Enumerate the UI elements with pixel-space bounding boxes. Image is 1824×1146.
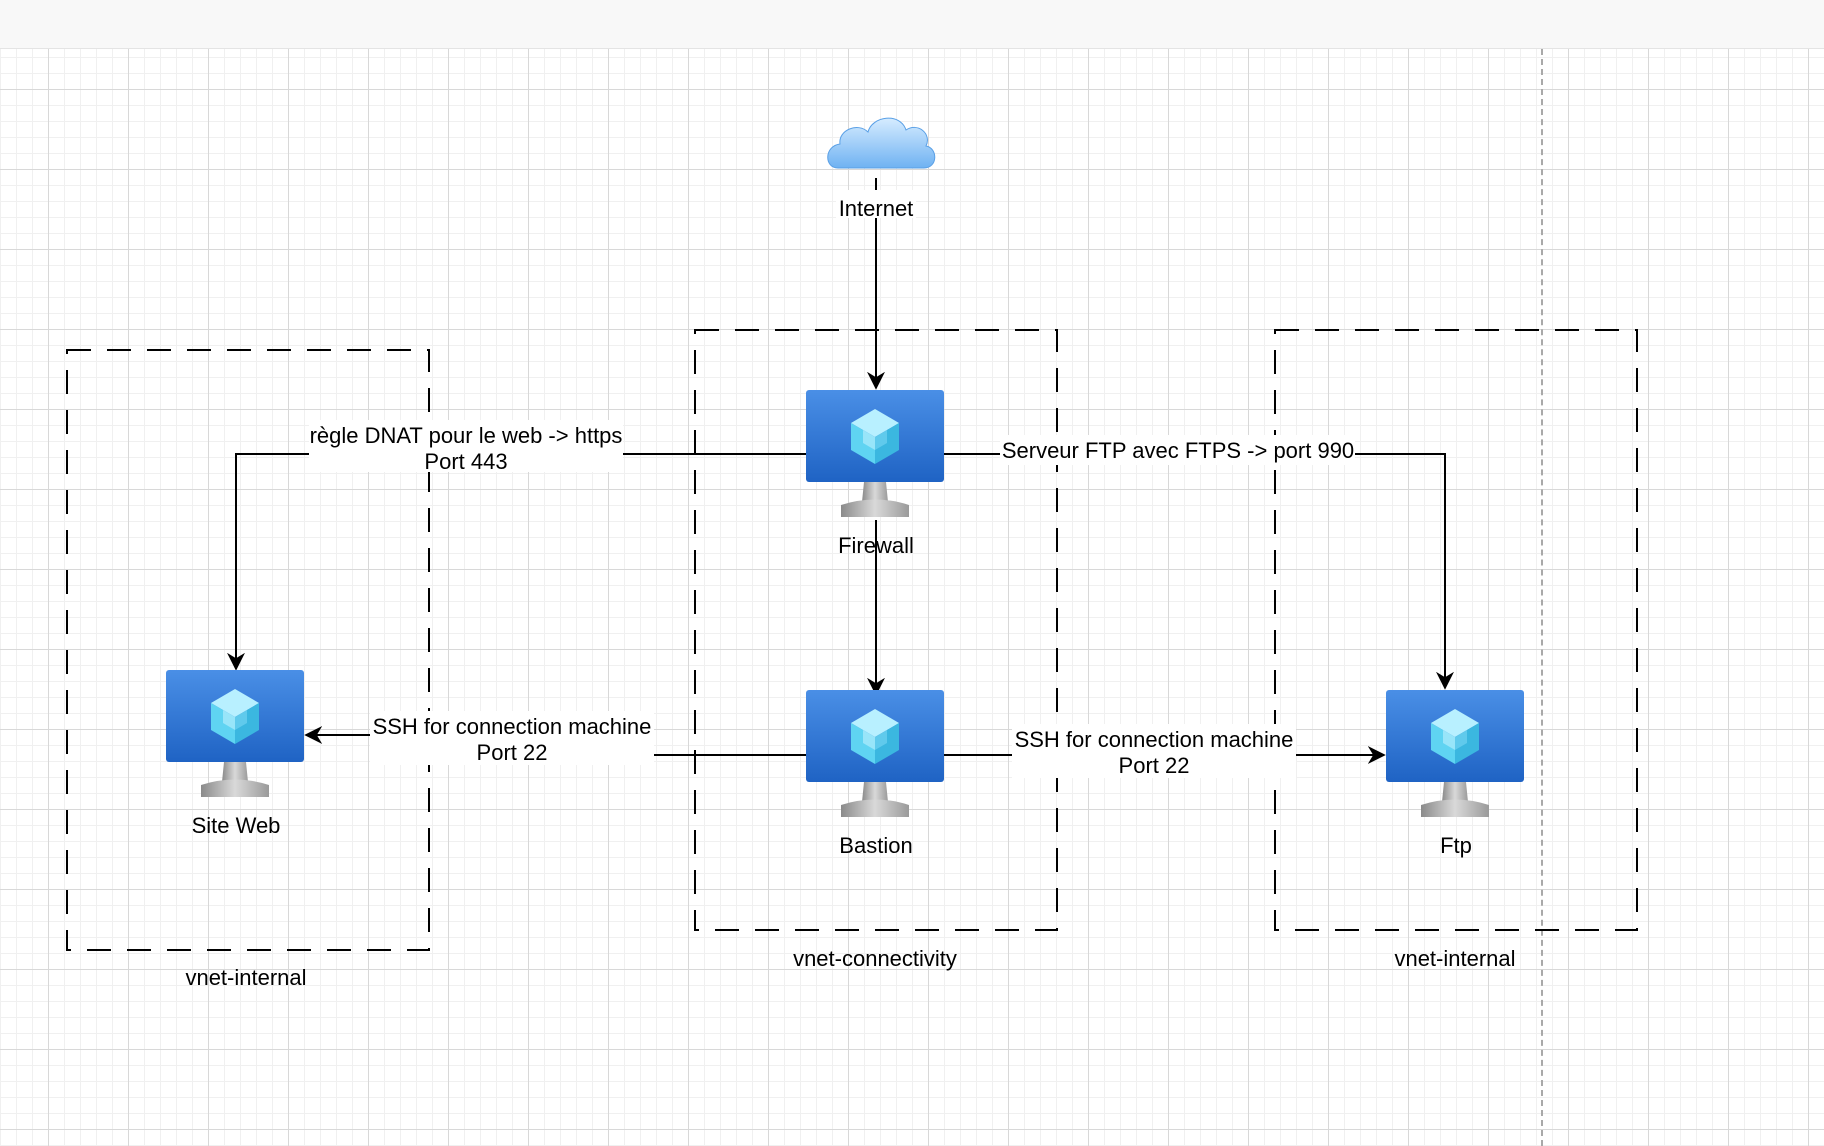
cloud-icon <box>827 117 936 169</box>
page-boundary <box>1541 49 1543 1146</box>
bastion-vm-node[interactable] <box>806 690 944 817</box>
virtual-machine-icon <box>1386 690 1524 817</box>
edge-firewall-to-site-web[interactable] <box>227 453 806 671</box>
vnet-internal-right-group[interactable] <box>1274 329 1638 931</box>
ssh-site-web-label: SSH for connection machine <box>373 714 652 739</box>
firewall-label: Firewall <box>838 533 914 558</box>
virtual-machine-icon <box>806 390 944 517</box>
ftp-vm-node[interactable] <box>1386 690 1524 817</box>
bastion-label: Bastion <box>839 833 912 858</box>
drawing-canvas[interactable] <box>0 49 1824 1146</box>
edge-bastion-to-site-web[interactable] <box>306 735 806 756</box>
dnat-rule-label: règle DNAT pour le web -> https <box>310 423 623 448</box>
ftp-label: Ftp <box>1440 833 1472 858</box>
site-web-label: Site Web <box>192 813 281 838</box>
ssh-ftp-label: SSH for connection machine <box>1015 727 1294 752</box>
vnet-internal-right-label: vnet-internal <box>1394 946 1515 971</box>
editor-toolbar <box>0 0 1824 49</box>
virtual-machine-icon <box>166 670 304 797</box>
ssh-ftp-port-label: Port 22 <box>1119 753 1190 778</box>
ssh-site-web-port-label: Port 22 <box>477 740 548 765</box>
ftps-rule-label: Serveur FTP avec FTPS -> port 990 <box>1002 438 1354 463</box>
internet-label: Internet <box>839 196 914 221</box>
virtual-machine-icon <box>806 690 944 817</box>
vnet-connectivity-label: vnet-connectivity <box>793 946 957 971</box>
vnet-internal-left-label: vnet-internal <box>185 965 306 990</box>
edge-firewall-to-ftp[interactable] <box>944 453 1454 690</box>
vnet-internal-left-group[interactable] <box>66 349 430 951</box>
dnat-port-label: Port 443 <box>424 449 507 474</box>
site-web-vm-node[interactable] <box>166 670 304 797</box>
firewall-vm-node[interactable] <box>806 390 944 517</box>
